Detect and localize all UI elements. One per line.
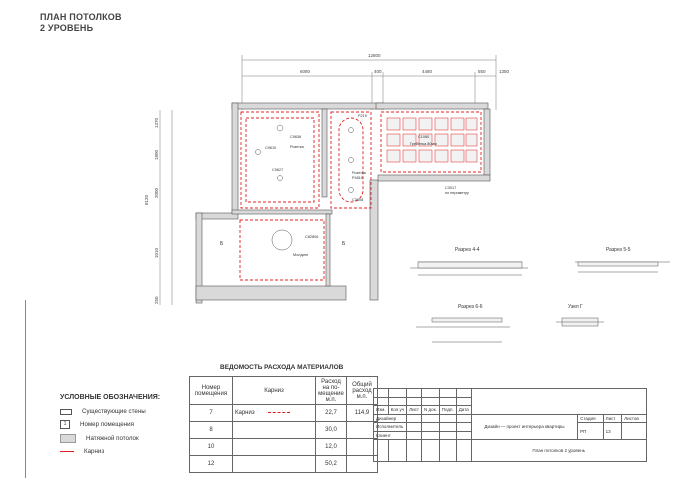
label-c9610: C9610 — [265, 146, 276, 150]
dim-left-e: 1010 — [154, 247, 159, 258]
label-c3008: C3008 — [352, 198, 363, 202]
page-title: ПЛАН ПОТОЛКОВ 2 УРОВЕНЬ — [40, 12, 122, 34]
table-row: 12 50,2 — [189, 455, 378, 473]
dim-top-d: 550 — [478, 69, 486, 74]
legend-cornice: Карниз — [60, 448, 104, 455]
section-5-5-title: Разрез 5-5 — [606, 247, 631, 253]
materials-title: ВЕДОМОСТЬ РАСХОДА МАТЕРИАЛОВ — [220, 364, 344, 371]
legend-stretch-ceiling: Натяжной потолок — [60, 434, 139, 443]
title-line-1: ПЛАН ПОТОЛКОВ — [40, 12, 122, 22]
label-c9636: C9636 — [290, 135, 301, 139]
dim-left-f: 250 — [154, 296, 159, 304]
label-perimeter: по периметру — [445, 191, 469, 195]
dim-top-e: 1350 — [499, 69, 510, 74]
cornice-swatch — [60, 451, 74, 452]
left-margin-strip — [3, 300, 26, 478]
section-mark-b: Б — [220, 241, 224, 247]
dim-top-c: 4480 — [422, 69, 433, 74]
table-row: 10 12,0 — [189, 438, 378, 456]
section-4-4-title: Разрез 4-4 — [455, 247, 480, 253]
dim-left-d: 2000 — [154, 187, 159, 198]
table-row: 7 Карниз 22,7 114,9 — [189, 404, 378, 422]
label-c9627: C9627 — [272, 168, 283, 172]
label-c1080: C1080 — [418, 135, 429, 139]
label-rozetka-1: Розетка — [290, 145, 305, 149]
dim-left-b: 1800 — [154, 149, 159, 160]
legend-existing-walls: Существующие стены — [60, 408, 146, 415]
table-row: 8 30,0 — [189, 421, 378, 439]
dim-left-c: 8120 — [144, 194, 149, 205]
materials-table: Номер помещения Карниз Расход на по-меще… — [189, 376, 378, 473]
ceiling-swatch — [60, 434, 76, 443]
dim-top-total: 12800 — [368, 53, 381, 58]
label-rozetka-2: Розетка — [352, 171, 367, 175]
legend-title: УСЛОВНЫЕ ОБОЗНАЧЕНИЯ: — [60, 394, 161, 401]
legend-room-number: 1 Номер помещения — [60, 420, 134, 429]
label-p4819: Р4819 — [352, 176, 363, 180]
dim-top-a: 6080 — [300, 69, 311, 74]
wall-swatch — [60, 408, 72, 415]
label-c82806: C82806 — [305, 235, 318, 239]
section-mark-b2: Б — [342, 241, 346, 247]
label-grebenka: Гребенка 80мм — [410, 142, 437, 146]
section-6-6-title: Разрез 6-6 — [458, 304, 483, 310]
title-line-2: 2 УРОВЕНЬ — [40, 23, 94, 33]
sheet-name: План потолков 2 уровень — [470, 439, 647, 462]
node-g-title: Узел Г — [568, 304, 583, 310]
label-molding: Молдинг — [293, 253, 309, 257]
dim-left-a: 1370 — [154, 117, 159, 128]
room-number-swatch: 1 — [60, 420, 70, 429]
dim-top-b: 400 — [374, 69, 382, 74]
label-c3017: C3017 — [445, 186, 456, 190]
label-p219: P219 — [358, 114, 367, 118]
project-name: Дизайн — проект интерьера квартиры — [470, 413, 579, 440]
